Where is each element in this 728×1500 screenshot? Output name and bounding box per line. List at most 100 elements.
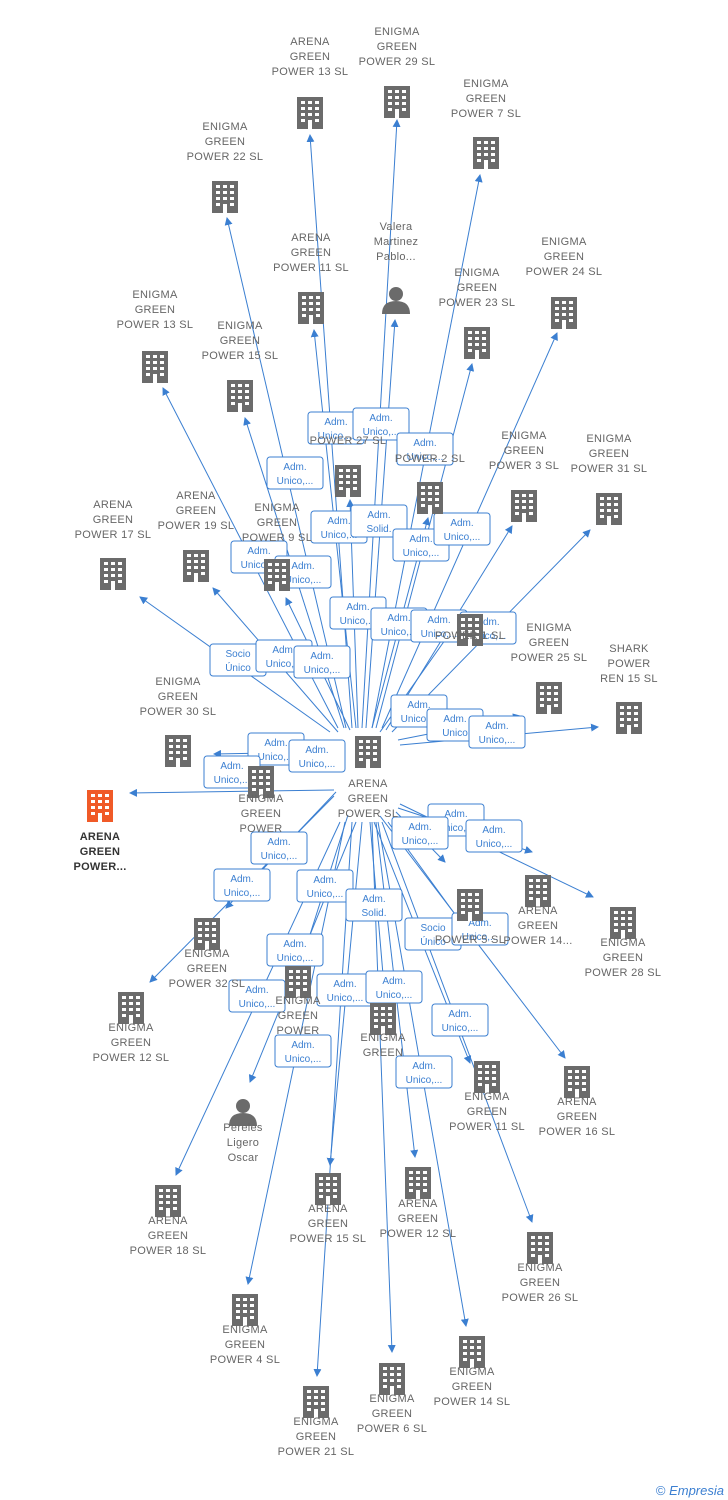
edge-label[interactable]: Adm.Unico,... bbox=[203, 755, 261, 789]
node-label: POWER 27 SL bbox=[310, 435, 387, 447]
node-label: GREEN bbox=[278, 1010, 319, 1022]
edge-label[interactable]: Adm.Unico,... bbox=[307, 411, 365, 445]
node-label: ENIGMA bbox=[132, 289, 178, 301]
edge-label[interactable]: Adm.Unico,... bbox=[396, 432, 454, 466]
node-label: ARENA bbox=[557, 1096, 597, 1108]
node-label: GREEN bbox=[176, 505, 217, 517]
edge-label-text: Adm. bbox=[482, 825, 505, 836]
edge-label-text: Unico,... bbox=[285, 1054, 322, 1065]
edge-label[interactable]: Adm.Unico,... bbox=[365, 970, 423, 1004]
edge-label[interactable]: Adm.Unico,... bbox=[316, 973, 374, 1007]
building-icon bbox=[464, 327, 490, 359]
edge-label[interactable]: Adm.Unico,... bbox=[293, 645, 351, 679]
company-node[interactable]: POWER 1 SL bbox=[435, 614, 505, 646]
edge-label-text: Adm. bbox=[327, 516, 350, 527]
edge-label-text: Unico,... bbox=[444, 532, 481, 543]
edge-label-text: Único bbox=[420, 935, 446, 948]
edge-label[interactable]: Adm.Unico,... bbox=[468, 715, 526, 749]
node-label: GREEN bbox=[603, 952, 644, 964]
node-label: POWER 26 SL bbox=[502, 1292, 579, 1304]
edge-label[interactable]: Adm.Unico,... bbox=[274, 1034, 332, 1068]
edge-label[interactable]: Adm.Solid. bbox=[345, 888, 403, 922]
edge-label[interactable]: Adm.Unico,... bbox=[391, 816, 449, 850]
company-node[interactable]: POWER 5 SL bbox=[435, 889, 505, 946]
edge-label[interactable]: Adm.Unico,... bbox=[288, 739, 346, 773]
node-label: ENIGMA bbox=[526, 622, 572, 634]
node-label: POWER 4 SL bbox=[210, 1354, 280, 1366]
edge-label-text: Unico,... bbox=[241, 560, 278, 571]
node-label: ENIGMA bbox=[449, 1366, 495, 1378]
node-label: GREEN bbox=[504, 445, 545, 457]
node-label: Oscar bbox=[228, 1152, 259, 1164]
edge-label[interactable]: Adm.Unico,... bbox=[296, 869, 354, 903]
edge-label[interactable]: Adm.Unico,... bbox=[250, 831, 308, 865]
edge-label[interactable]: Adm.Unico,... bbox=[431, 1003, 489, 1037]
focus-company-node[interactable]: ARENAGREENPOWER... bbox=[73, 790, 126, 873]
node-label: POWER bbox=[276, 1025, 319, 1037]
edge-label-text: Unico,... bbox=[277, 953, 314, 964]
company-node[interactable]: POWER 2 SL bbox=[395, 453, 465, 514]
edge-label[interactable]: Adm.Unico,... bbox=[395, 1055, 453, 1089]
edge-label[interactable]: Adm.Unico,... bbox=[266, 933, 324, 967]
edge-label[interactable]: Adm.Unico,... bbox=[465, 819, 523, 853]
edge-label[interactable]: Adm.Unico,... bbox=[266, 456, 324, 490]
edge-label-text: Unico,... bbox=[318, 431, 355, 442]
edge-label[interactable]: Adm.Unico,... bbox=[352, 407, 410, 441]
edge-label-text: Solid. bbox=[361, 908, 386, 919]
node-label: ENIGMA bbox=[184, 948, 230, 960]
edge-label[interactable]: Adm.Unico,... bbox=[228, 979, 286, 1013]
node-label: GREEN bbox=[520, 1277, 561, 1289]
edge-label[interactable]: Adm.Unico,... bbox=[433, 512, 491, 546]
edge-label-text: Adm. bbox=[448, 1009, 471, 1020]
node-label: ARENA bbox=[291, 232, 331, 244]
node-label: POWER bbox=[239, 823, 282, 835]
brand-logo[interactable]: Empresia bbox=[669, 1483, 724, 1498]
company-node[interactable]: POWER 27 SL bbox=[310, 435, 387, 497]
edge-label[interactable]: Adm.Solid. bbox=[350, 504, 408, 538]
person-node[interactable]: ValeraMartinezPablo... bbox=[374, 221, 419, 314]
node-label: ARENA bbox=[148, 1215, 188, 1227]
building-icon bbox=[473, 137, 499, 169]
edge-label[interactable]: Adm.Unico,... bbox=[213, 868, 271, 902]
node-label: ENIGMA bbox=[374, 26, 420, 38]
